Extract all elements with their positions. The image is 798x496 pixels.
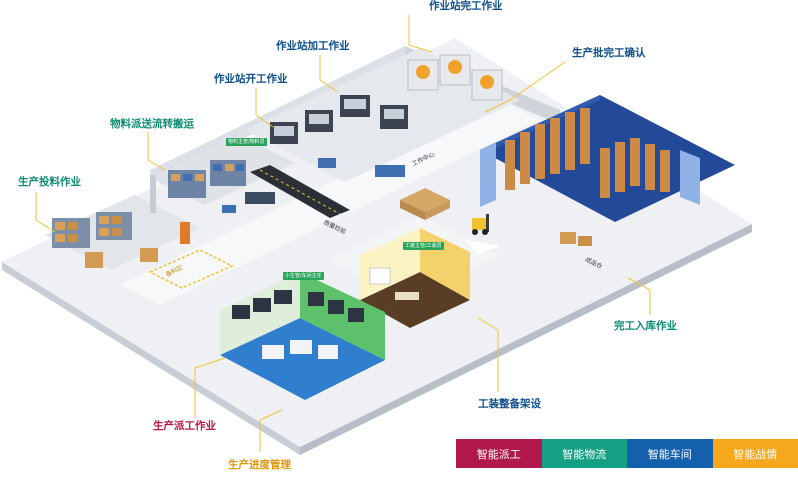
control-screens (232, 290, 364, 322)
label-production-feeding: 生产投料作业 (18, 176, 81, 188)
label-tooling-shelving: 工装整备架设 (478, 398, 541, 410)
feeding-shelves (52, 212, 158, 268)
label-batch-complete-confirm: 生产批完工确认 (572, 47, 646, 59)
label-workstation-complete: 作业站完工作业 (429, 0, 503, 12)
control-floor (220, 318, 385, 400)
legend-item-smart-workshop: 智能车间 (627, 439, 713, 468)
legend-item-smart-dispatch: 智能派工 (456, 439, 542, 468)
workstation-machines (270, 54, 503, 177)
legend-item-smart-logistics: 智能物流 (541, 439, 627, 468)
leader-material-dispatch (147, 132, 166, 171)
label-production-dispatch: 生产派工作业 (153, 420, 216, 432)
leader-lines (35, 15, 651, 452)
dispatch-back-wall (150, 175, 156, 213)
tag-material-manager: 物料主管/物料员 (226, 138, 267, 146)
buffer-zone (148, 249, 234, 289)
leader-progress (259, 409, 283, 452)
forklift (472, 214, 489, 235)
label-progress-management: 生产进度管理 (228, 459, 291, 471)
tag-workshop-director: 小生管/车间主任 (283, 272, 324, 280)
leader-warehousing (627, 277, 651, 315)
tooling-board (369, 267, 391, 285)
label-workstation-start: 作业站开工作业 (214, 73, 288, 85)
label-warehousing: 完工入库作业 (614, 320, 677, 332)
warehouse-curtain (480, 143, 496, 207)
leader-dispatch (194, 357, 226, 418)
warehouse-curtain-right (680, 150, 700, 205)
leader-workstation-processing (319, 55, 339, 93)
dispatch-shelves (168, 160, 275, 244)
tag-tooling-manager: 工装主管/工装员 (403, 242, 444, 250)
warehouse-racks (505, 108, 670, 198)
aisle-arrow (465, 240, 500, 254)
tooling-table (395, 292, 419, 300)
conveyor-belt (250, 165, 350, 218)
leader-workstation-start (255, 88, 274, 128)
label-workstation-processing: 作业站加工作业 (276, 40, 350, 52)
leader-batch-confirm (484, 61, 566, 113)
floor-slab-side-right (300, 224, 752, 455)
leader-workstation-complete (408, 15, 433, 53)
legend-item-smart-warroom: 智能战情 (712, 439, 798, 468)
pallet-stacks (400, 188, 592, 246)
label-material-dispatch: 物料派送流转搬运 (110, 118, 194, 130)
leader-tooling (477, 317, 499, 392)
leader-feeding (35, 192, 56, 233)
floor-slab-side (2, 262, 300, 455)
control-desks (262, 340, 338, 359)
legend-bar: 智能派工 智能物流 智能车间 智能战情 (456, 439, 798, 468)
